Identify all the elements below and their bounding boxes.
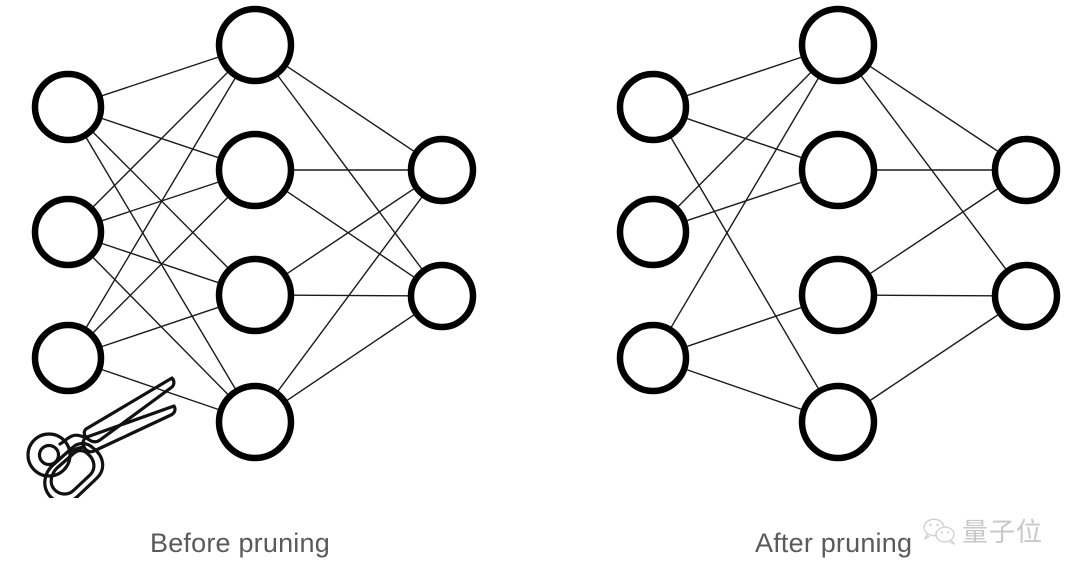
- network-edge: [286, 313, 415, 402]
- scissors-icon: [22, 368, 182, 504]
- network-edge: [92, 131, 229, 269]
- network-edge: [101, 368, 220, 411]
- network-edge: [869, 65, 999, 153]
- network-node: [407, 261, 477, 331]
- network-edge: [670, 77, 820, 329]
- network-node: [798, 382, 878, 462]
- network-node: [798, 5, 878, 85]
- edges-group: [85, 56, 1007, 411]
- network-node: [616, 70, 690, 144]
- network-edge: [85, 77, 237, 329]
- network-edge: [670, 136, 820, 390]
- network-node: [31, 195, 105, 269]
- network-edge: [677, 71, 812, 208]
- network-edge: [869, 313, 999, 402]
- network-node: [215, 382, 295, 462]
- network-node: [215, 255, 295, 335]
- network-edge: [101, 242, 220, 284]
- network-node: [215, 130, 295, 210]
- network-node: [991, 135, 1061, 205]
- network-edge: [686, 368, 803, 411]
- network-edge: [92, 71, 229, 208]
- network-edge: [286, 190, 415, 279]
- network-edge: [293, 294, 409, 297]
- network-node: [215, 5, 295, 85]
- network-edge: [101, 181, 219, 222]
- network-edge: [686, 117, 803, 159]
- network-edge: [101, 56, 219, 97]
- nodes-group: [31, 5, 1061, 462]
- network-node: [407, 135, 477, 205]
- network-edge: [101, 306, 220, 348]
- network-edge: [686, 306, 803, 348]
- network-node: [798, 255, 878, 335]
- network-edge: [286, 65, 415, 153]
- network-edge: [860, 75, 1007, 270]
- network-edge: [277, 75, 423, 270]
- scissors-icon-svg: [26, 376, 177, 504]
- network-edge: [686, 56, 803, 97]
- network-node: [31, 70, 105, 144]
- network-node: [616, 321, 690, 395]
- network-edge: [277, 196, 423, 392]
- caption-after-pruning: After pruning: [755, 528, 913, 558]
- network-node: [798, 130, 878, 210]
- watermark-text: 量子位: [962, 518, 1044, 548]
- network-node: [31, 321, 105, 395]
- network-edge: [286, 187, 415, 275]
- caption-before-pruning: Before pruning: [150, 528, 330, 558]
- network-node: [991, 261, 1061, 331]
- network-edge: [869, 187, 999, 275]
- watermark: 量子位: [922, 512, 1043, 549]
- network-edge: [876, 294, 993, 297]
- network-node: [616, 195, 690, 269]
- network-edge: [101, 117, 220, 159]
- wechat-logo: [923, 518, 956, 545]
- network-edge: [92, 196, 229, 334]
- network-edge: [686, 181, 803, 222]
